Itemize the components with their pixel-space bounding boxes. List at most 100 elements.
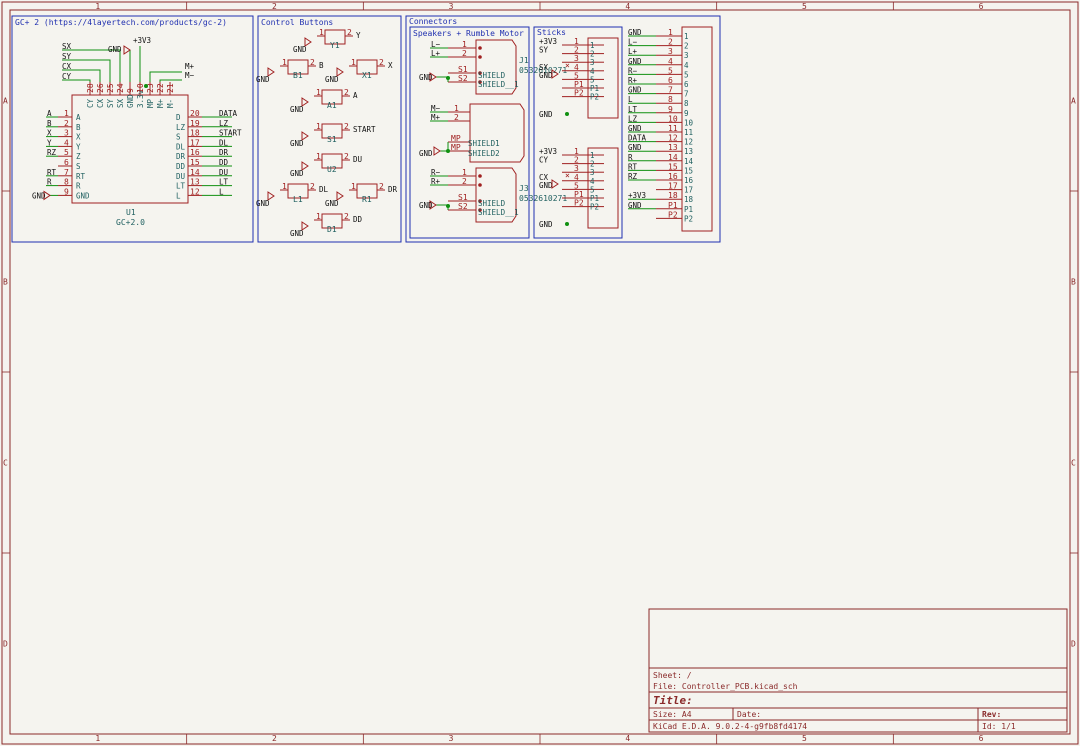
u1-pin-num: 4 <box>64 138 69 147</box>
tb-id: Id: 1/1 <box>982 722 1016 731</box>
svg-text:1: 1 <box>574 147 579 156</box>
svg-text:1: 1 <box>462 168 467 177</box>
button-gnd-label: GND <box>256 199 270 208</box>
u1-pin-name: S <box>176 133 181 142</box>
u1-net-label: R <box>47 178 52 187</box>
svg-text:15: 15 <box>684 166 693 175</box>
svg-text:1: 1 <box>351 182 356 191</box>
tb-file: File: Controller_PCB.kicad_sch <box>653 682 798 691</box>
button-gnd-icon <box>336 67 344 77</box>
u1-pin-num: 13 <box>190 178 200 187</box>
svg-text:P1: P1 <box>590 194 599 203</box>
u1-pin-name: GND <box>126 94 135 108</box>
svg-text:9: 9 <box>668 105 673 114</box>
u1-top-net: CY <box>62 72 72 81</box>
title-block: Sheet: / File: Controller_PCB.kicad_sch … <box>648 608 1068 733</box>
svg-text:2: 2 <box>379 58 384 67</box>
conn-gnd-icon <box>429 200 437 210</box>
conn-ref: J3 <box>519 184 529 193</box>
u1-top-net: M+ <box>185 62 195 71</box>
svg-text:1: 1 <box>590 41 595 50</box>
button-net: DL <box>319 185 329 194</box>
u1-pin-name: D <box>176 113 181 122</box>
row-label-left: C <box>3 459 8 468</box>
svg-text:11: 11 <box>668 124 678 133</box>
svg-text:P2: P2 <box>684 214 693 223</box>
u1-pin-num: 28 <box>86 83 95 93</box>
tb-tool: KiCad E.D.A. 9.0.2-4-g9fb8fd4174 <box>653 722 807 731</box>
svg-text:4: 4 <box>590 177 595 186</box>
u1-pin-name: GND <box>76 191 90 200</box>
u1-net-label: RT <box>47 168 57 177</box>
svg-text:5: 5 <box>668 66 673 75</box>
u1-net-label: LZ <box>219 119 229 128</box>
tb-sheet: Sheet: / <box>653 671 692 680</box>
conn-gnd-label: GND <box>419 73 433 82</box>
svg-text:6: 6 <box>684 80 689 89</box>
button-gnd-icon <box>267 67 275 77</box>
u1-pin-num: 3 <box>64 129 69 138</box>
u1-body[interactable] <box>71 94 189 204</box>
stick-net: GND <box>539 71 553 80</box>
u1-pin-num: 20 <box>190 109 200 118</box>
speakers-box-title: Speakers + Rumble Motor <box>413 29 524 38</box>
u1-pin-num: 19 <box>190 119 200 128</box>
u1-pin-name: DU <box>176 172 185 181</box>
u1-pin-name: LZ <box>176 123 186 132</box>
svg-text:2: 2 <box>310 182 315 191</box>
motor-gnd-label: GND <box>419 149 433 158</box>
svg-text:4: 4 <box>590 67 595 76</box>
button-gnd-label: GND <box>290 169 304 178</box>
svg-text:9: 9 <box>684 109 689 118</box>
button-gnd-icon <box>301 161 309 171</box>
svg-text:10: 10 <box>684 118 694 127</box>
svg-text:P1: P1 <box>590 84 599 93</box>
svg-text:2: 2 <box>590 160 595 169</box>
u1-net-label: START <box>219 129 242 138</box>
svg-text:6: 6 <box>668 76 673 85</box>
main-conn-net: GND <box>628 201 642 210</box>
conn-net: R+ <box>431 177 441 186</box>
svg-text:5: 5 <box>574 71 579 80</box>
tb-rev: Rev: <box>982 710 1001 719</box>
u1-pin-num: 23 <box>146 83 155 93</box>
u1-net-label: DR <box>219 148 229 157</box>
main-conn-net: GND <box>628 28 642 37</box>
u1-pin-name: M+ <box>156 98 165 108</box>
row-label-right: D <box>1071 640 1076 649</box>
svg-text:1: 1 <box>351 58 356 67</box>
button-gnd-label: GND <box>325 75 339 84</box>
main-conn-net: LZ <box>628 114 638 123</box>
u1-net-label: A <box>47 109 52 118</box>
stick-net: SY <box>539 46 549 55</box>
main-conn-net: L− <box>628 38 638 47</box>
svg-text:P2: P2 <box>590 203 599 212</box>
main-conn-net: GND <box>628 143 642 152</box>
svg-text:1: 1 <box>590 151 595 160</box>
u1-pin-num: 25 <box>106 83 115 93</box>
col-label-top: 6 <box>979 2 984 11</box>
svg-text:8: 8 <box>684 99 689 108</box>
svg-text:S1: S1 <box>458 65 468 74</box>
conn-net: L− <box>431 40 441 49</box>
u1-pin-num: 14 <box>190 168 200 177</box>
u1-pin-name: S <box>76 162 81 171</box>
u1-pin-num: 12 <box>190 187 200 196</box>
